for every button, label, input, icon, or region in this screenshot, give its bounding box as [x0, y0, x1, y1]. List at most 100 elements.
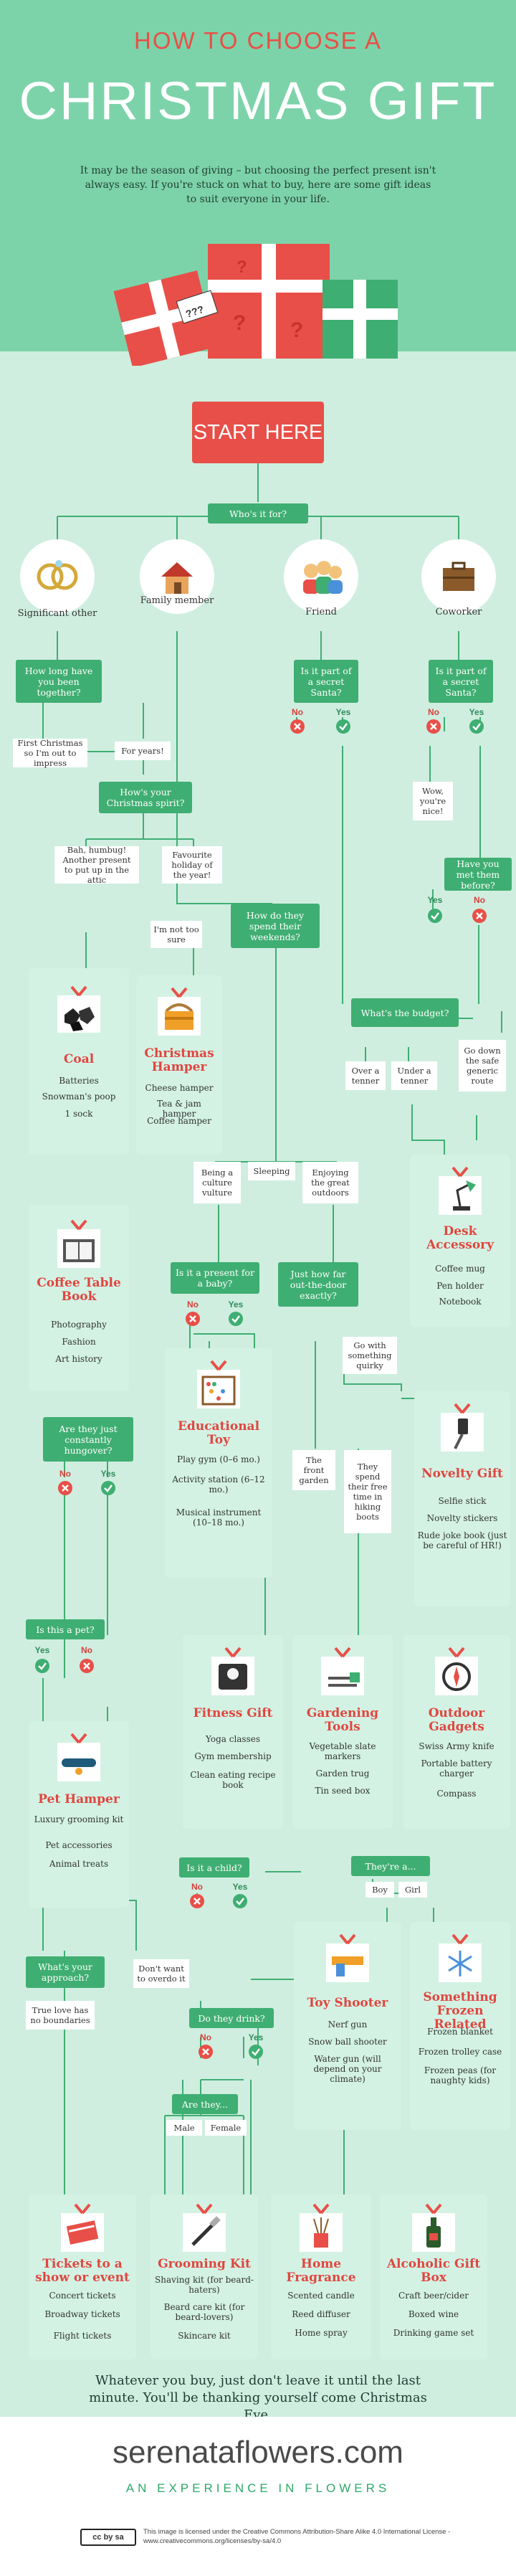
result-card-toy-shooter[interactable]: Toy Shooter Nerf gun Snow ball shooter W… [294, 1922, 401, 2130]
result-card-tickets[interactable]: Tickets to a show or event Concert ticke… [29, 2194, 136, 2359]
result-card-gardening[interactable]: Gardening Tools Vegetable slate markers … [292, 1635, 393, 1829]
gift-center-icon: ? ? ? [208, 244, 330, 359]
result-card-coal[interactable]: Coal Batteries Snowman's poop 1 sock [29, 968, 129, 1155]
answer-go-safe[interactable]: Go down the safe generic route [459, 1040, 506, 1092]
answer-hiking-boots[interactable]: They spend their free time in hiking boo… [344, 1450, 391, 1533]
question-are-they: Are they... [172, 2094, 238, 2114]
question-drink: Do they drink? [189, 2008, 274, 2028]
answer-boy[interactable]: Boy [366, 1882, 394, 1898]
result-card-novelty[interactable]: Novelty Gift Selfie stick Novelty sticke… [414, 1391, 510, 1606]
result-title: Christmas Hamper [144, 1046, 214, 1074]
answer-under-tenner[interactable]: Under a tenner [391, 1061, 437, 1090]
result-title: Alcoholic Gift Box [386, 2257, 481, 2285]
brand-logo[interactable]: serenataflowers.com [113, 2435, 403, 2470]
answer-girl[interactable]: Girl [398, 1882, 427, 1898]
yes-check-icon [229, 1312, 243, 1326]
garden-tools-icon [321, 1647, 364, 1695]
result-card-desk[interactable]: Desk Accessory Coffee mug Pen holder Not… [410, 1155, 510, 1327]
yes-label: Yes [100, 1469, 116, 1479]
no-label: No [59, 1469, 71, 1479]
question-budget: What's the budget? [351, 998, 459, 1027]
result-card-pet[interactable]: Pet Hamper Luxury grooming kit Pet acces… [29, 1721, 129, 1908]
result-title: Novelty Gift [421, 1467, 503, 1481]
result-title: Desk Accessory [426, 1224, 494, 1252]
razor-icon [183, 2203, 226, 2252]
result-card-edu-toy[interactable]: Educational Toy Play gym (0–6 mo.) Activ… [165, 1348, 272, 1578]
result-item: Photography [51, 1320, 107, 1330]
result-item: Play gym (0–6 mo.) [177, 1454, 260, 1464]
result-card-frozen[interactable]: Something Frozen Related Frozen blanket … [410, 1922, 510, 2130]
result-title: Outdoor Gadgets [428, 1706, 485, 1734]
result-card-outdoor[interactable]: Outdoor Gadgets Swiss Army knife Portabl… [403, 1635, 510, 1829]
toy-gun-icon [326, 1933, 369, 1982]
answer-front-garden[interactable]: The front garden [292, 1450, 335, 1490]
question-weekends: How do they spend their weekends? [231, 904, 320, 948]
answer-bah-humbug[interactable]: Bah, humbug! Another present to put up i… [54, 845, 139, 885]
coworker-circle[interactable] [421, 539, 496, 614]
book-icon [57, 1219, 100, 1268]
yes-label: Yes [469, 707, 484, 717]
no-cross-icon [426, 719, 441, 734]
friends-icon [303, 561, 343, 594]
answer-true-love[interactable]: True love has no boundaries [26, 2001, 95, 2030]
answer-first-christmas[interactable]: First Christmas so I'm out to impress [13, 738, 87, 768]
friend-circle[interactable] [284, 539, 358, 614]
answer-dont-overdo[interactable]: Don't want to overdo it [133, 1959, 189, 1988]
answer-wow-nice[interactable]: Wow, you're nice! [413, 782, 453, 820]
wine-bottle-icon [412, 2203, 455, 2252]
no-cross-icon [186, 1312, 200, 1326]
answer-female[interactable]: Female [205, 2120, 247, 2136]
result-card-fitness[interactable]: Fitness Gift Yoga classes Gym membership… [183, 1635, 283, 1829]
gift-tag-icon: ??? [176, 290, 219, 324]
answer-not-too-sure[interactable]: I'm not too sure [150, 921, 202, 948]
license-text: This image is licensed under the Creativ… [143, 2528, 451, 2545]
result-item: Notebook [439, 1297, 482, 1307]
result-card-coffee-book[interactable]: Coffee Table Book Photography Fashion Ar… [29, 1205, 129, 1391]
question-secret-santa-coworker: Is it part of a secret Santa? [429, 660, 493, 703]
cc-license-badge-icon[interactable]: cc by sa [80, 2529, 136, 2546]
result-card-alcohol[interactable]: Alcoholic Gift Box Craft beer/cider Boxe… [380, 2194, 487, 2359]
significant-other-circle[interactable] [20, 539, 95, 614]
result-card-fragrance[interactable]: Home Fragrance Scented candle Reed diffu… [271, 2194, 371, 2359]
result-card-grooming[interactable]: Grooming Kit Shaving kit (for beard-hate… [150, 2194, 258, 2359]
answer-sleeping[interactable]: Sleeping [248, 1162, 295, 1180]
result-item: Frozen trolley case [418, 2047, 502, 2057]
answer-outdoors[interactable]: Enjoying the great outdoors [302, 1162, 358, 1203]
question-who: Who's it for? [208, 503, 308, 524]
desk-lamp-icon [439, 1166, 482, 1215]
result-item: Skincare kit [178, 2331, 231, 2341]
yes-check-icon [35, 1659, 49, 1673]
closing-text: Whatever you buy, just don't leave it un… [89, 2373, 427, 2423]
house-icon [161, 562, 193, 594]
result-card-hamper[interactable]: Christmas Hamper Cheese hamper Tea & jam… [136, 975, 222, 1155]
yes-label: Yes [34, 1645, 50, 1655]
question-theyre: They're a... [351, 1856, 430, 1876]
question-met-before: Have you met them before? [444, 858, 512, 891]
yes-label: Yes [427, 895, 443, 905]
result-item: Tin seed box [315, 1786, 371, 1796]
answer-for-years[interactable]: For years! [115, 742, 171, 760]
result-title: Grooming Kit [158, 2257, 251, 2271]
answer-go-quirky[interactable]: Go with something quirky [343, 1337, 397, 1374]
question-how-long: How long have you been together? [16, 660, 102, 703]
result-title: Coal [63, 1052, 95, 1066]
result-item: Pet accessories [45, 1840, 113, 1850]
question-child: Is it a child? [179, 1857, 249, 1877]
result-item: Boxed wine [408, 2309, 459, 2319]
result-item: Selfie stick [438, 1496, 487, 1506]
question-secret-santa-friend: Is it part of a secret Santa? [294, 660, 358, 703]
answer-male[interactable]: Male [166, 2120, 202, 2136]
no-label: No [200, 2032, 211, 2042]
no-label: No [474, 895, 485, 905]
no-cross-icon [80, 1659, 94, 1673]
answer-over-tenner[interactable]: Over a tenner [345, 1061, 386, 1090]
family-member-circle[interactable] [140, 539, 214, 614]
answer-favourite[interactable]: Favourite holiday of the year! [162, 846, 222, 884]
no-label: No [191, 1882, 203, 1892]
start-here-badge: START HERE [192, 402, 324, 463]
compass-icon [435, 1647, 478, 1695]
answer-culture-vulture[interactable]: Being a culture vulture [194, 1162, 241, 1203]
result-title: Fitness Gift [193, 1706, 273, 1720]
result-item: Snow ball shooter [308, 2037, 387, 2047]
result-title: Tickets to a show or event [35, 2257, 130, 2285]
